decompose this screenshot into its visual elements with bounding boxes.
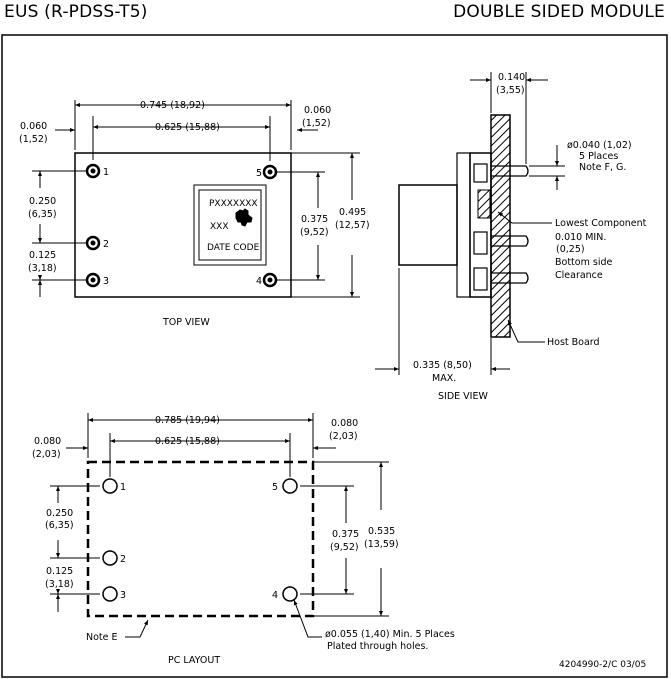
pc-375-dim-mm: (9,52) (330, 542, 359, 553)
pc-pin-1-label: 1 (120, 482, 126, 493)
module-outline-top-view (74, 152, 292, 298)
connector-block-side (398, 184, 458, 266)
pc-535-dim-mm: (13,59) (364, 539, 399, 550)
top-375-dim-mm: (9,52) (300, 227, 329, 238)
top-left-edge-dim-mm: (1,52) (19, 134, 48, 145)
pc-pin-2-label: 2 (120, 554, 126, 565)
drawing-frame (1, 34, 668, 678)
pc-pin-5-label: 5 (272, 482, 278, 493)
top-495-dim-mm: (12,57) (335, 220, 370, 231)
top-pitch-125-dim: 0.125 (29, 250, 56, 261)
pc-pitch-125-dim: 0.125 (46, 566, 73, 577)
pc-pin-4-label: 4 (272, 590, 278, 601)
pc-layout-holes (102, 478, 298, 602)
pc-pitch-250-dim-mm: (6,35) (45, 520, 74, 531)
pc-pin-span-dim: 0.625 (15,88) (155, 436, 220, 447)
top-pin-span-dim: 0.625 (15,88) (155, 122, 220, 133)
side-thickness-dim: 0.140 (498, 72, 525, 83)
header-right-title: DOUBLE SIDED MODULE (453, 2, 665, 22)
top-375-dim: 0.375 (301, 214, 328, 225)
component-note-4: Bottom side (555, 257, 612, 268)
pc-right-edge-dim: 0.080 (331, 418, 358, 429)
top-pin-3-label: 3 (103, 276, 109, 287)
pc-pitch-250-dim: 0.250 (46, 508, 73, 519)
component-note-2: 0.010 MIN. (555, 232, 606, 243)
ti-logo-icon (235, 208, 253, 227)
module-body-side (469, 152, 492, 298)
pc-overall-width-dim: 0.785 (19,94) (155, 415, 220, 426)
pc-right-edge-dim-mm: (2,03) (329, 431, 358, 442)
note-e-label: Note E (86, 632, 118, 643)
pc-pin-3-label: 3 (120, 590, 126, 601)
top-pitch-250-dim-mm: (6,35) (28, 209, 57, 220)
pc-535-dim: 0.535 (368, 526, 395, 537)
top-pitch-250-dim: 0.250 (29, 196, 56, 207)
hole-note-1: ø0.055 (1,40) Min. 5 Places (325, 629, 455, 640)
pc-layout-caption: PC LAYOUT (168, 655, 220, 666)
date-code-label: DATE CODE (207, 243, 260, 253)
top-overall-width-dim: 0.745 (18,92) (140, 100, 205, 111)
top-pin-1-label: 1 (103, 167, 109, 178)
top-pin-5-label: 5 (256, 168, 262, 179)
pc-left-edge-dim-mm: (2,03) (32, 449, 61, 460)
host-board-section (490, 114, 511, 338)
pc-375-dim: 0.375 (332, 529, 359, 540)
side-height-dim: 0.335 (8,50) (413, 360, 472, 371)
part-label-outer (193, 184, 267, 266)
pin-note-places: 5 Places (579, 151, 618, 162)
side-height-max: MAX. (432, 373, 456, 384)
top-right-edge-dim: 0.060 (304, 105, 331, 116)
pin-note-diameter: ø0.040 (1,02) (567, 140, 632, 151)
side-thickness-dim-mm: (3,55) (496, 85, 525, 96)
module-component-side (456, 152, 471, 298)
header-left-title: EUS (R-PDSS-T5) (4, 2, 148, 22)
hole-note-2: Plated through holes. (327, 641, 428, 652)
component-note-3: (0,25) (556, 244, 585, 255)
top-view-pins (85, 163, 278, 288)
top-right-edge-dim-mm: (1,52) (302, 118, 331, 129)
top-495-dim: 0.495 (339, 207, 366, 218)
top-left-edge-dim: 0.060 (20, 121, 47, 132)
top-pin-2-label: 2 (103, 239, 109, 250)
top-pin-4-label: 4 (256, 276, 262, 287)
part-label-inner (198, 189, 262, 261)
host-board-label: Host Board (547, 337, 600, 348)
top-pitch-125-dim-mm: (3,18) (28, 263, 57, 274)
component-note-5: Clearance (555, 270, 603, 281)
drawing-number: 4204990-2/C 03/05 (559, 660, 646, 670)
pin-note-notes: Note F, G. (579, 162, 626, 173)
side-view-caption: SIDE VIEW (438, 391, 488, 402)
component-note-1: Lowest Component (555, 218, 647, 229)
pc-layout-outline (86, 460, 315, 618)
top-view-caption: TOP VIEW (162, 317, 210, 328)
part-number-label: PXXXXXXX (209, 199, 258, 209)
pc-left-edge-dim: 0.080 (34, 436, 61, 447)
pc-pitch-125-dim-mm: (3,18) (45, 579, 74, 590)
side-view-pins (491, 165, 529, 284)
part-code-label: XXX (210, 222, 229, 232)
